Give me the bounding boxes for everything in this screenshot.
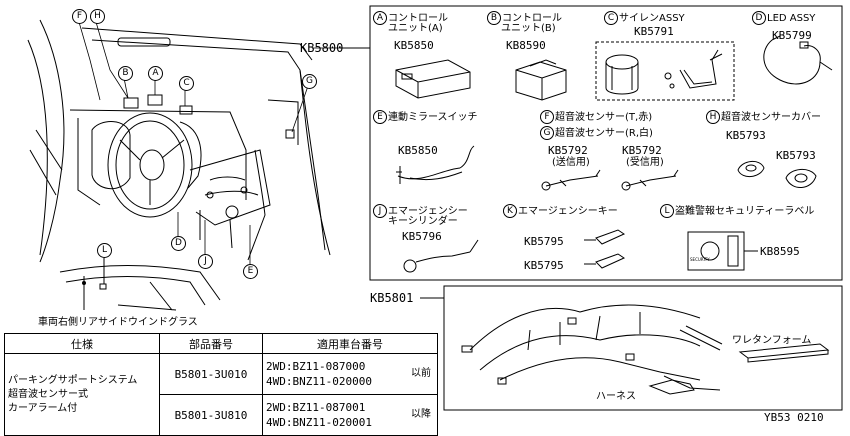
kit-code-kb5800: KB5800 xyxy=(300,41,344,55)
callout-d: D xyxy=(171,236,186,251)
suffix-before: 以前 xyxy=(411,368,431,379)
callout-b: B xyxy=(118,66,133,81)
emergency-key-drawings xyxy=(584,229,626,269)
part-b-subtitle: ユニット(B) xyxy=(501,23,556,34)
sensor-cover-drawings xyxy=(737,161,817,188)
security-label-text: SECURITY xyxy=(690,257,710,262)
part-b-code: KB8590 xyxy=(506,39,546,52)
foam-label: ワレタンフォーム xyxy=(732,335,812,346)
foam-drawing xyxy=(738,343,830,363)
vin-1b: 4WD:BNZ11-020000 xyxy=(266,375,372,388)
vin-2a: 2WD:BZ11-087001 xyxy=(266,401,366,414)
kit-box-kb5801 xyxy=(443,285,843,411)
part-e-code: KB5850 xyxy=(398,144,438,157)
harness-label: ハーネス xyxy=(596,391,636,402)
cover-code-1: KB5793 xyxy=(726,129,766,142)
sensor-drawings xyxy=(541,169,679,191)
sensor-note-rx: (受信用) xyxy=(626,157,664,168)
vin-1a: 2WD:BZ11-087000 xyxy=(266,360,366,373)
key-code-2: KB5795 xyxy=(524,259,564,272)
table-row: パーキングサポートシステム 超音波センサー式 カーアラーム付 B5801-3U0… xyxy=(4,353,438,436)
rear-window-drawing xyxy=(59,258,221,311)
spec-name-cell: パーキングサポートシステム 超音波センサー式 カーアラーム付 xyxy=(4,353,160,436)
part-a-code: KB5850 xyxy=(394,39,434,52)
spec-line-3: カーアラーム付 xyxy=(8,402,78,414)
kit-code-kb5801: KB5801 xyxy=(370,291,414,305)
callout-leaders xyxy=(78,21,360,265)
callout-a: A xyxy=(148,66,163,81)
mirror-switch-drawing xyxy=(396,145,475,184)
security-label-drawing xyxy=(687,231,758,271)
part-d-code: KB5799 xyxy=(772,29,812,42)
part-a-subtitle: ユニット(A) xyxy=(388,23,443,34)
callout-f: F xyxy=(72,9,87,24)
sensor-code-rx: KB5792 xyxy=(622,144,662,157)
vin-cell-1: 2WD:BZ11-087000 4WD:BNZ11-020000 以前 xyxy=(262,353,438,395)
led-drawing xyxy=(763,35,833,85)
cover-code-2: KB5793 xyxy=(776,149,816,162)
harness-drawing xyxy=(461,304,723,395)
spec-table-header: 仕様 部品番号 適用車台番号 xyxy=(4,333,438,354)
callout-g: G xyxy=(302,74,317,89)
part-no-1: B5801-3U010 xyxy=(159,353,263,395)
vehicle-interior-drawing xyxy=(27,19,331,263)
callout-l: L xyxy=(97,243,112,258)
sensor-note-tx: (送信用) xyxy=(552,157,590,168)
spec-table: 仕様 部品番号 適用車台番号 パーキングサポートシステム 超音波センサー式 カー… xyxy=(4,333,438,436)
spec-line-1: パーキングサポートシステム xyxy=(8,374,138,386)
footer-code: YB53 0210 xyxy=(764,411,824,424)
callout-j: J xyxy=(198,254,213,269)
callout-e: E xyxy=(243,264,258,279)
header-spec: 仕様 xyxy=(4,333,160,354)
control-unit-a-drawing xyxy=(395,59,471,99)
control-unit-b-drawing xyxy=(515,59,567,101)
part-l-code: KB8595 xyxy=(760,245,800,258)
siren-drawing xyxy=(595,41,735,101)
part-c-code: KB5791 xyxy=(634,25,674,38)
part-no-2: B5801-3U810 xyxy=(159,394,263,436)
key-cylinder-drawing xyxy=(403,239,479,273)
spec-line-2: 超音波センサー式 xyxy=(8,388,88,400)
illustration-canvas xyxy=(27,5,843,411)
callout-c: C xyxy=(179,76,194,91)
callout-h: H xyxy=(90,9,105,24)
window-caption: 車両右側リアサイドウインドグラス xyxy=(38,317,198,328)
vin-cell-2: 2WD:BZ11-087001 4WD:BNZ11-020001 以降 xyxy=(262,394,438,436)
suffix-after: 以降 xyxy=(411,409,431,420)
header-part-no: 部品番号 xyxy=(159,333,263,354)
key-code-1: KB5795 xyxy=(524,235,564,248)
sensor-code-tx: KB5792 xyxy=(548,144,588,157)
header-vin: 適用車台番号 xyxy=(262,333,438,354)
part-j-code: KB5796 xyxy=(402,230,442,243)
kit-box-kb5800 xyxy=(369,5,843,281)
part-j-subtitle: キーシリンダー xyxy=(388,216,458,227)
vin-2b: 4WD:BNZ11-020001 xyxy=(266,416,372,429)
